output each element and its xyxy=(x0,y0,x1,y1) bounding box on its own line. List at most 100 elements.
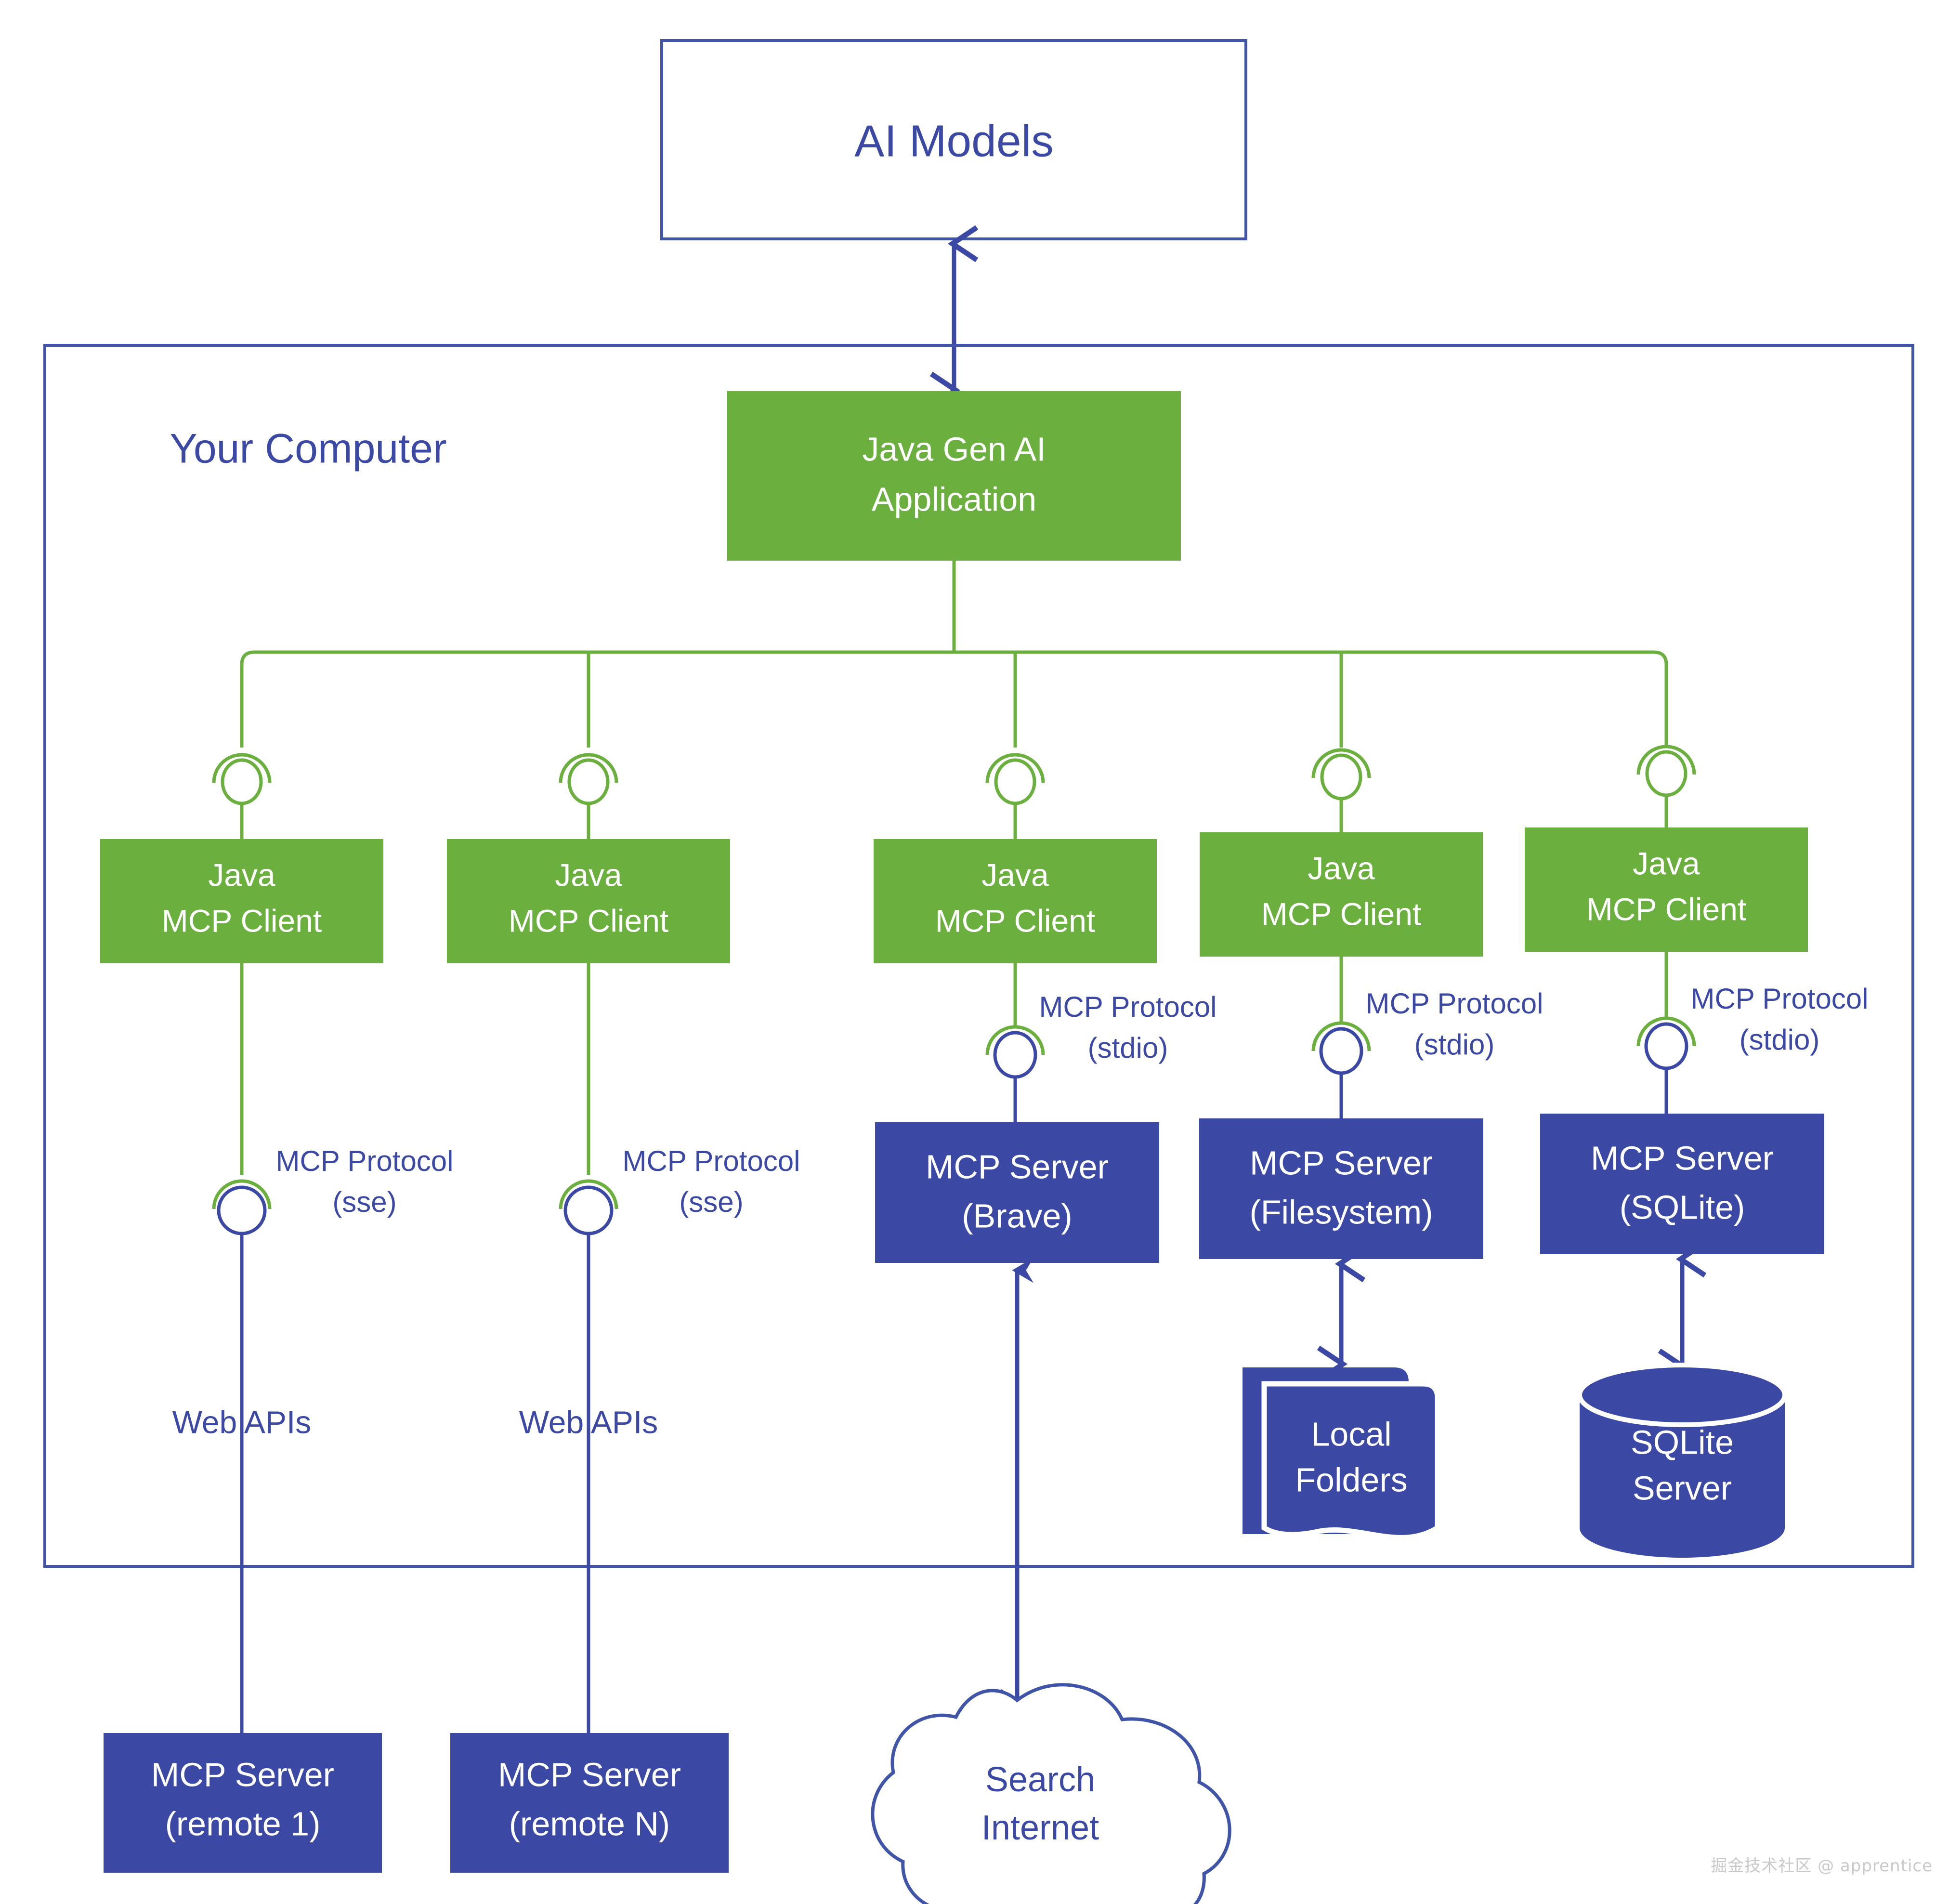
sse-branch-2: MCP Protocol (sse) Web APIs xyxy=(519,963,800,1733)
client-label-4-line1: Java xyxy=(1308,850,1375,886)
mcp-server-remote-1-box[interactable] xyxy=(104,1733,382,1873)
mcp-server-filesystem[interactable]: MCP Server (Filesystem) xyxy=(1199,1118,1483,1259)
protocol-label-1-line2: (sse) xyxy=(332,1186,396,1218)
java-gen-ai-application-node[interactable]: Java Gen AI Application xyxy=(727,391,1181,561)
sqlite-cylinder-top-icon xyxy=(1577,1363,1787,1427)
stdio-ball-icon-3 xyxy=(993,1031,1037,1079)
java-mcp-client-4[interactable]: Java MCP Client xyxy=(1200,832,1483,957)
client-label-4-line2: MCP Client xyxy=(1261,896,1422,932)
remote-1-line1: MCP Server xyxy=(151,1756,334,1793)
client-label-2-line2: MCP Client xyxy=(509,903,669,938)
mcp-server-remote-1[interactable]: MCP Server (remote 1) xyxy=(104,1733,382,1873)
client-label-1-line2: MCP Client xyxy=(162,903,322,938)
sqlite-cylinder-body-icon[interactable] xyxy=(1580,1395,1785,1558)
sqlite-database-node[interactable]: SQLite Server xyxy=(1577,1363,1787,1558)
stdio-ball-icon-4 xyxy=(1319,1027,1363,1075)
client-label-5-line2: MCP Client xyxy=(1586,891,1747,927)
local-folders-node[interactable]: Local Folders xyxy=(1243,1367,1440,1540)
server-brave-line2: (Brave) xyxy=(962,1197,1072,1234)
java-mcp-client-box-3[interactable] xyxy=(874,839,1157,963)
client-label-3-line2: MCP Client xyxy=(935,903,1096,938)
client-label-3-line1: Java xyxy=(981,857,1049,893)
java-mcp-client-row: Java MCP Client Java MCP Client Java MCP… xyxy=(100,827,1808,963)
protocol-label-5-line1: MCP Protocol xyxy=(1690,983,1868,1015)
java-mcp-client-1[interactable]: Java MCP Client xyxy=(100,839,383,963)
mcp-server-sqlite[interactable]: MCP Server (SQLite) xyxy=(1540,1114,1824,1254)
local-folders-front-icon[interactable] xyxy=(1261,1381,1440,1540)
protocol-label-3-line1: MCP Protocol xyxy=(1039,991,1216,1023)
application-label-line2: Application xyxy=(872,480,1036,518)
mcp-server-remote-n-box[interactable] xyxy=(450,1733,729,1873)
protocol-label-1-line1: MCP Protocol xyxy=(275,1145,453,1177)
mcp-server-brave-box[interactable] xyxy=(875,1122,1159,1263)
cloud-label-line2: Internet xyxy=(981,1809,1099,1847)
socket-arc-icon-2 xyxy=(559,753,618,783)
cloud-label-line1: Search xyxy=(985,1760,1095,1799)
protocol-label-2-line2: (sse) xyxy=(679,1186,743,1218)
ai-models-label: AI Models xyxy=(854,116,1054,166)
socket-arc-icon-3 xyxy=(985,753,1045,783)
your-computer-boundary: Your Computer xyxy=(43,344,1914,1568)
socket-arc-icon-5 xyxy=(1636,745,1696,775)
web-apis-label-1: Web APIs xyxy=(172,1404,312,1440)
ball-icon-3 xyxy=(994,758,1036,805)
mcp-server-filesystem-box[interactable] xyxy=(1199,1118,1483,1259)
sqlite-db-line1: SQLite xyxy=(1631,1423,1734,1461)
protocol-label-4-line1: MCP Protocol xyxy=(1365,987,1543,1020)
socket-arc-icon-4 xyxy=(1311,748,1371,778)
stdio-branch-5: MCP Protocol (stdio) xyxy=(1636,952,1869,1114)
sse-socket-arc-icon-1 xyxy=(212,1179,272,1209)
ball-icon-2 xyxy=(567,758,610,805)
java-gen-ai-application-box[interactable] xyxy=(727,391,1181,561)
protocol-label-5-line2: (stdio) xyxy=(1740,1024,1820,1056)
watermark: 掘金技术社区 @ apprentice xyxy=(1711,1856,1933,1876)
your-computer-label: Your Computer xyxy=(170,426,446,472)
server-filesystem-line1: MCP Server xyxy=(1250,1144,1433,1182)
stdio-socket-arc-icon-5 xyxy=(1636,1016,1696,1047)
java-mcp-client-5[interactable]: Java MCP Client xyxy=(1525,827,1808,952)
mcp-server-sqlite-box[interactable] xyxy=(1540,1114,1824,1254)
protocol-label-2-line1: MCP Protocol xyxy=(622,1145,800,1177)
java-mcp-client-box-1[interactable] xyxy=(100,839,383,963)
local-folders-line1: Local xyxy=(1311,1415,1391,1453)
local-mcp-server-row: MCP Server (Brave) MCP Server (Filesyste… xyxy=(875,1114,1824,1263)
remote-mcp-server-row: MCP Server (remote 1) MCP Server (remote… xyxy=(104,1733,729,1873)
remote-n-line1: MCP Server xyxy=(498,1756,681,1793)
stdio-socket-arc-icon-3 xyxy=(985,1025,1045,1055)
search-internet-cloud-node[interactable]: Search Internet xyxy=(871,1683,1231,1904)
java-mcp-client-3[interactable]: Java MCP Client xyxy=(874,839,1157,963)
local-folders-line2: Folders xyxy=(1295,1461,1407,1498)
client-socket-connectors xyxy=(212,745,1696,839)
socket-arc-icon-1 xyxy=(212,753,272,783)
stdio-branch-3: MCP Protocol (stdio) xyxy=(985,963,1217,1122)
client-label-2-line1: Java xyxy=(555,857,622,893)
server-filesystem-line2: (Filesystem) xyxy=(1249,1193,1433,1231)
sse-ball-icon-2 xyxy=(563,1185,614,1235)
mcp-server-remote-n[interactable]: MCP Server (remote N) xyxy=(450,1733,729,1873)
java-mcp-client-2[interactable]: Java MCP Client xyxy=(447,839,730,963)
stdio-ball-icon-5 xyxy=(1644,1022,1688,1070)
protocol-label-4-line2: (stdio) xyxy=(1414,1028,1495,1061)
java-mcp-client-box-4[interactable] xyxy=(1200,832,1483,957)
stdio-socket-arc-icon-4 xyxy=(1311,1021,1371,1051)
protocol-label-3-line2: (stdio) xyxy=(1088,1032,1168,1064)
sse-ball-icon-1 xyxy=(217,1185,267,1235)
ball-icon-5 xyxy=(1645,750,1687,797)
server-sqlite-line1: MCP Server xyxy=(1591,1139,1774,1177)
ball-icon-1 xyxy=(221,758,263,805)
cloud-icon[interactable] xyxy=(871,1683,1231,1904)
ai-models-node[interactable]: AI Models xyxy=(660,39,1247,240)
server-brave-line1: MCP Server xyxy=(926,1148,1109,1185)
your-computer-box xyxy=(43,344,1914,1568)
application-label-line1: Java Gen AI xyxy=(862,430,1046,468)
java-mcp-client-box-5[interactable] xyxy=(1525,827,1808,952)
sse-branch-1: MCP Protocol (sse) Web APIs xyxy=(172,963,454,1733)
remote-1-line2: (remote 1) xyxy=(165,1805,321,1842)
java-mcp-client-box-2[interactable] xyxy=(447,839,730,963)
mcp-server-brave[interactable]: MCP Server (Brave) xyxy=(875,1122,1159,1263)
application-client-fanout xyxy=(240,561,1668,748)
ai-models-box[interactable] xyxy=(660,39,1247,240)
sse-socket-arc-icon-2 xyxy=(559,1179,618,1209)
